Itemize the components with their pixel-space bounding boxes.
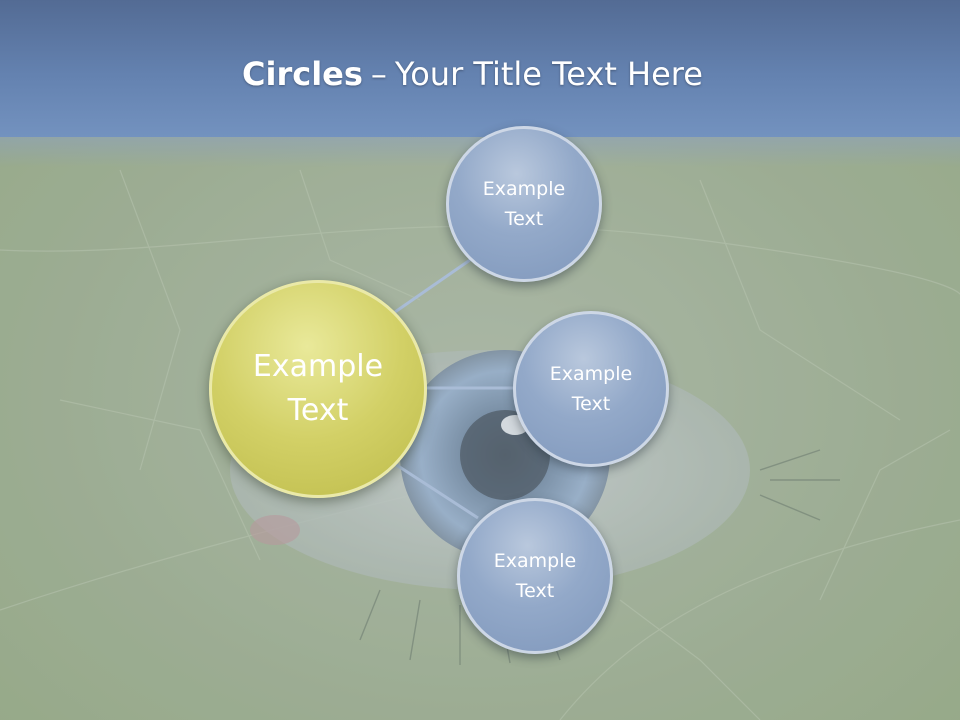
node-circle-middle[interactable]: Example Text bbox=[513, 311, 669, 467]
node-circle-top[interactable]: Example Text bbox=[446, 126, 602, 282]
node-circle-line2: Text bbox=[515, 580, 555, 602]
center-circle-line1: Example bbox=[252, 349, 384, 384]
node-circle-bottom[interactable]: Example Text bbox=[457, 498, 613, 654]
node-circle-line1: Example bbox=[549, 363, 633, 385]
title-bold-word: Circles bbox=[242, 55, 363, 93]
center-circle[interactable]: Example Text bbox=[209, 280, 427, 498]
node-circle-line1: Example bbox=[493, 550, 577, 572]
node-circle-line2: Text bbox=[571, 393, 611, 415]
node-circle-line2: Text bbox=[504, 208, 544, 230]
center-circle-line2: Text bbox=[287, 393, 349, 428]
node-circle-line1: Example bbox=[482, 178, 566, 200]
title-separator: – bbox=[370, 55, 387, 93]
title-rest: Your Title Text Here bbox=[394, 55, 703, 93]
slide-title[interactable]: Circles–Your Title Text Here bbox=[242, 55, 703, 93]
title-header-band bbox=[0, 0, 960, 137]
connector-line-top bbox=[394, 258, 471, 314]
connector-line-bottom bbox=[394, 462, 479, 520]
